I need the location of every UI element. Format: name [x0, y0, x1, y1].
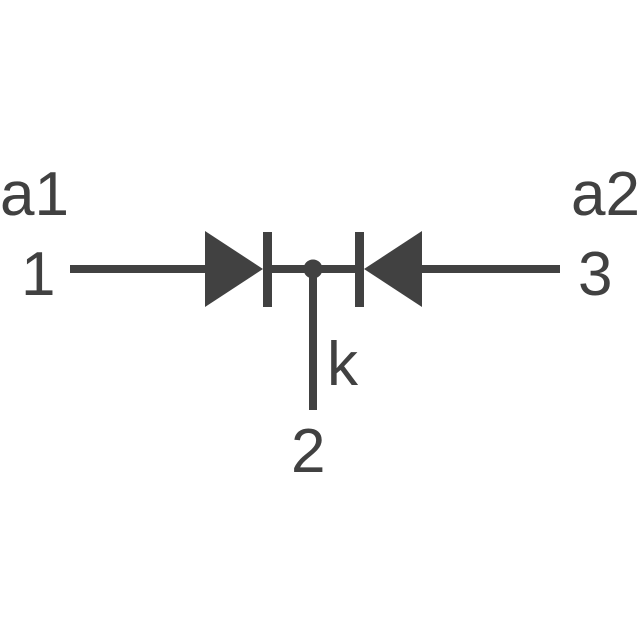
label-cathode-name: k: [327, 330, 359, 399]
anode1-triangle-icon: [205, 231, 263, 307]
label-anode1-name: a1: [0, 160, 69, 229]
label-anode1-pin: 1: [21, 240, 55, 309]
right-cathode-bar: [355, 232, 364, 307]
label-cathode-pin: 2: [291, 417, 325, 486]
junction-dot: [303, 259, 323, 279]
left-cathode-bar: [263, 232, 272, 307]
label-anode2-pin: 3: [578, 240, 612, 309]
anode1-lead-wire: [70, 265, 208, 273]
anode2-lead-wire: [420, 265, 560, 273]
anode2-triangle-icon: [364, 231, 422, 307]
label-anode2-name: a2: [571, 160, 640, 229]
cathode-leg-wire: [309, 269, 317, 410]
